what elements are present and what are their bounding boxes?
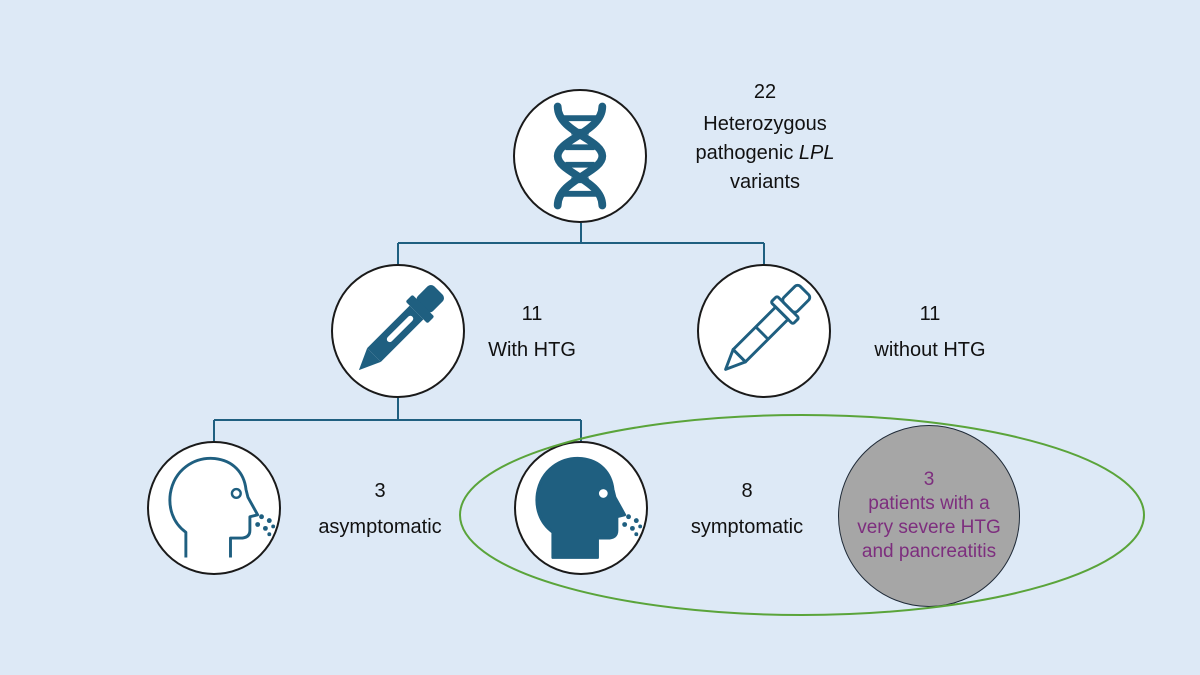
filled-head-icon bbox=[535, 456, 643, 559]
with-htg-node-circle bbox=[331, 264, 465, 398]
root-node-circle bbox=[513, 89, 647, 223]
root-label-line2-prefix: pathogenic bbox=[695, 142, 799, 164]
with-htg-count: 11 bbox=[521, 303, 543, 325]
filled-dropper-icon bbox=[358, 284, 445, 371]
root-label-line1: Heterozygous bbox=[703, 113, 827, 135]
with-htg-text: With HTG bbox=[488, 339, 576, 361]
severe-cases-line3: and pancreatitis bbox=[861, 541, 997, 562]
without-htg-node-circle bbox=[697, 264, 831, 398]
root-label-line3: variants bbox=[729, 171, 801, 193]
without-htg-count: 11 bbox=[919, 303, 941, 325]
symptomatic-label: 8 symptomatic bbox=[672, 477, 822, 542]
without-htg-text: without HTG bbox=[874, 339, 986, 361]
root-label-gene-name: LPL bbox=[798, 142, 835, 164]
without-htg-label: 11 without HTG bbox=[855, 300, 1005, 365]
empty-dropper-icon bbox=[724, 283, 812, 371]
dna-icon bbox=[553, 102, 607, 210]
outline-head-icon bbox=[168, 456, 276, 558]
root-node-label: 22 Heterozygous pathogenic LPL variants bbox=[660, 78, 870, 197]
asymptomatic-label: 3 asymptomatic bbox=[300, 477, 460, 542]
severe-cases-circle: 3 patients with a very severe HTG and pa… bbox=[838, 425, 1020, 607]
severe-cases-line2: very severe HTG bbox=[857, 517, 1001, 538]
symptomatic-node-circle bbox=[514, 441, 648, 575]
asymptomatic-count: 3 bbox=[374, 480, 386, 502]
asymptomatic-text: asymptomatic bbox=[318, 516, 442, 538]
with-htg-label: 11 With HTG bbox=[472, 300, 592, 365]
severe-cases-line1: patients with a bbox=[868, 493, 990, 514]
symptomatic-text: symptomatic bbox=[690, 516, 804, 538]
root-count: 22 bbox=[753, 81, 777, 103]
asymptomatic-node-circle bbox=[147, 441, 281, 575]
severe-cases-count: 3 bbox=[923, 469, 935, 490]
symptomatic-count: 8 bbox=[741, 480, 753, 502]
root-label-line2: pathogenic LPL bbox=[660, 139, 870, 168]
